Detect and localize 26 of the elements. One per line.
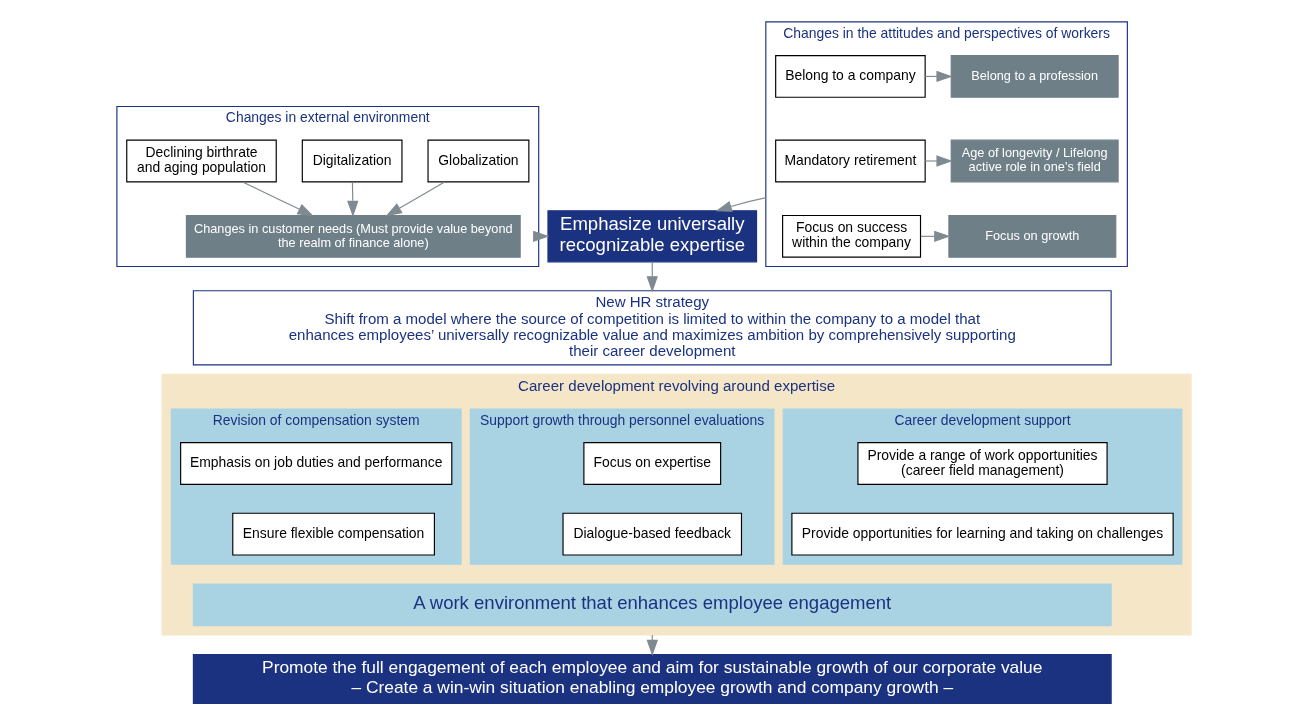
- node-box: Emphasize universally recognizable expertise: [547, 210, 758, 263]
- node-box: Provide opportunities for learning and taking on challenges: [791, 512, 1174, 556]
- node-box: Digitalization: [301, 139, 403, 183]
- arrow: [715, 197, 767, 212]
- node-box: Age of longevity / Lifelong active role in one’s field: [950, 139, 1119, 183]
- node-box: Focus on growth: [948, 214, 1117, 258]
- node-box: Belong to a company: [775, 55, 926, 98]
- node-box: Promote the full engagement of each employee and aim for sustainable growth of our corporate value – Create a win-win situation enabling employee growth and company growth –: [192, 654, 1112, 704]
- node-box: Declining birthrate and aging population: [126, 139, 277, 183]
- node-box: Globalization: [427, 139, 530, 183]
- arrow: [533, 230, 550, 242]
- node-box: Belong to a profession: [950, 55, 1119, 98]
- arrow: [347, 181, 359, 217]
- node-box: Mandatory retirement: [775, 139, 926, 183]
- node-box: Dialogue-based feedback: [562, 512, 743, 556]
- node-box: Emphasis on job duties and performance: [180, 442, 453, 485]
- node-box: Focus on expertise: [583, 442, 722, 485]
- node-box: Focus on success within the company: [782, 214, 922, 258]
- node-box: Changes in customer needs (Must provide value beyond the realm of finance alone): [185, 214, 521, 258]
- arrow: [242, 181, 314, 217]
- node-box: New HR strategy Shift from a model where the source of competition is limited to within the company to a model that enhances employees’ universally recognizable value and maximizes ambition by comprehensively supporting their career development: [192, 290, 1112, 366]
- node-box: Provide a range of work opportunities (career field management): [857, 442, 1108, 485]
- arrow: [385, 181, 446, 217]
- node-box: A work environment that enhances employee engagement: [192, 583, 1112, 627]
- arrow: [924, 155, 953, 167]
- node-box: Ensure flexible compensation: [232, 512, 435, 556]
